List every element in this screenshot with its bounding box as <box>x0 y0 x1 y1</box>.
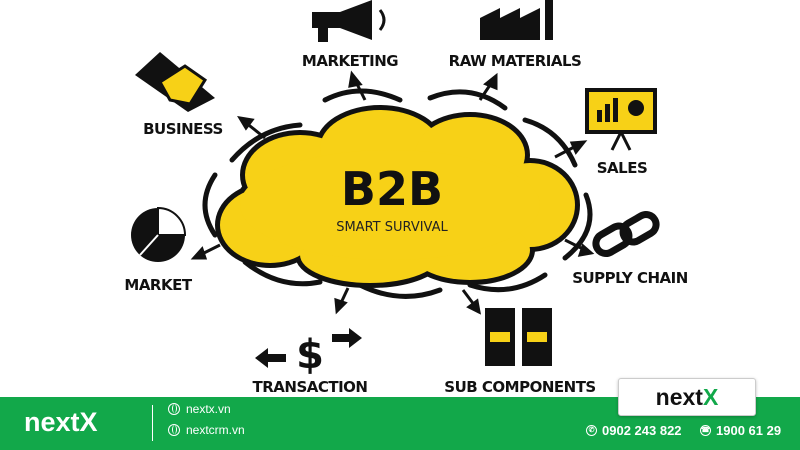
node-raw-materials: RAW MATERIALS <box>449 52 582 70</box>
footer-divider <box>152 405 153 441</box>
hotline-icon: ☎ <box>700 425 711 436</box>
link-text: nextcrm.vn <box>186 423 245 437</box>
arrows <box>190 70 595 315</box>
factory-icon <box>480 0 553 40</box>
pie-chart-icon <box>131 206 187 262</box>
footer-link-nextx[interactable]: nextx.vn <box>168 402 231 416</box>
footer-logo: nextX <box>24 407 98 437</box>
node-transaction: TRANSACTION <box>253 378 368 396</box>
badge-brand-x: X <box>702 383 719 410</box>
dollar-exchange-icon: $ <box>255 328 362 378</box>
node-market: MARKET <box>124 276 192 294</box>
cloud-shape <box>215 105 580 288</box>
phone-text: 1900 61 29 <box>716 423 782 438</box>
puzzle-pieces-icon <box>485 308 552 366</box>
footer-bar: nextX nextx.vn nextcrm.vn ✆ 0902 243 822… <box>0 397 800 450</box>
footer-link-nextcrm[interactable]: nextcrm.vn <box>168 423 245 437</box>
globe-icon <box>168 424 180 436</box>
phone-text: 0902 243 822 <box>602 423 682 438</box>
node-sales: SALES <box>597 159 648 177</box>
node-supply-chain: SUPPLY CHAIN <box>572 269 688 287</box>
footer-phone-hotline[interactable]: ☎ 1900 61 29 <box>700 423 781 438</box>
chain-link-icon <box>592 211 660 257</box>
globe-icon <box>168 403 180 415</box>
node-business: BUSINESS <box>143 120 223 138</box>
badge-brand-main: next <box>655 383 703 410</box>
handshake-icon <box>135 52 215 112</box>
node-marketing: MARKETING <box>302 52 398 70</box>
svg-text:$: $ <box>296 332 324 378</box>
sales-chart-icon <box>585 88 657 151</box>
center-title: B2B <box>341 162 443 216</box>
center-subtitle: SMART SURVIVAL <box>336 220 448 235</box>
footer-phone-mobile[interactable]: ✆ 0902 243 822 <box>586 423 682 438</box>
node-sub-components: SUB COMPONENTS <box>444 378 595 396</box>
phone-icon: ✆ <box>586 425 597 436</box>
megaphone-icon <box>312 0 386 42</box>
link-text: nextx.vn <box>186 402 231 416</box>
cloud-outer-arcs <box>202 88 593 299</box>
